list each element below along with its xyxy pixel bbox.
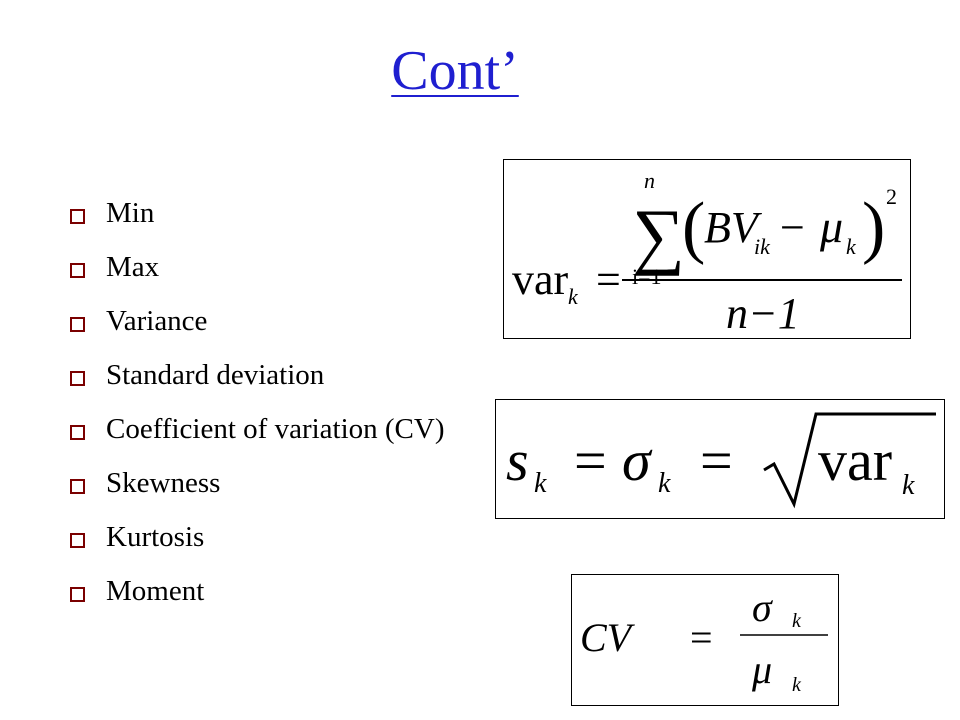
sum-upper-limit: n (644, 168, 655, 193)
cv-numerator: σ (752, 585, 773, 630)
stddev-root-sub: k (902, 470, 915, 501)
cv-numerator-sub: k (792, 610, 802, 632)
sum-symbol: ∑ (632, 195, 685, 277)
stddev-equals-1: = (574, 428, 607, 493)
square-root-sign (763, 412, 936, 509)
stddev-formula-box: s k = σ k = var k (495, 399, 945, 519)
list-item: Skewness (70, 466, 470, 500)
bullet-list: Min Max Variance Standard deviation Coef… (70, 196, 470, 628)
variance-formula-box: var k = n ∑ i=1 ( BV ik − μ k ) 2 n−1 (503, 159, 911, 339)
close-paren: ) (862, 189, 885, 266)
open-paren: ( (682, 189, 705, 266)
stddev-s-sub: k (534, 468, 547, 499)
variance-equals: = (596, 255, 621, 304)
variance-lhs-sub: k (568, 284, 579, 309)
term-sub: ik (754, 234, 771, 259)
sum-lower-limit: i=1 (632, 264, 662, 289)
square-bullet-icon (70, 533, 85, 548)
stddev-equals-2: = (700, 428, 733, 493)
stddev-sigma: σ (622, 428, 653, 493)
cv-equals: = (690, 615, 713, 660)
stddev-sigma-sub: k (658, 468, 671, 499)
list-item: Moment (70, 574, 470, 608)
square-bullet-icon (70, 209, 85, 224)
square-bullet-icon (70, 425, 85, 440)
square-bullet-icon (70, 317, 85, 332)
list-item: Min (70, 196, 470, 230)
list-item: Kurtosis (70, 520, 470, 554)
cv-formula-box: CV = σ k μ k (571, 574, 839, 706)
square-bullet-icon (70, 263, 85, 278)
cv-denominator: μ (751, 647, 772, 692)
square-bullet-icon (70, 479, 85, 494)
denominator: n−1 (726, 289, 800, 338)
term-minus: − (780, 203, 805, 252)
square-bullet-icon (70, 371, 85, 386)
term-bv: BV (704, 203, 763, 252)
list-item: Variance (70, 304, 470, 338)
power-exponent: 2 (886, 184, 897, 209)
term-mu: μ (819, 201, 843, 252)
list-item: Coefficient of variation (CV) (70, 412, 470, 446)
cv-lhs: CV (580, 615, 636, 660)
variance-lhs: var (512, 255, 569, 304)
square-bullet-icon (70, 587, 85, 602)
cv-denominator-sub: k (792, 674, 802, 696)
mu-sub: k (846, 234, 857, 259)
stddev-s: s (506, 428, 529, 493)
stddev-root-arg: var (818, 428, 892, 493)
slide-title: Cont’ (391, 40, 519, 102)
list-item: Standard deviation (70, 358, 470, 392)
list-item: Max (70, 250, 470, 284)
